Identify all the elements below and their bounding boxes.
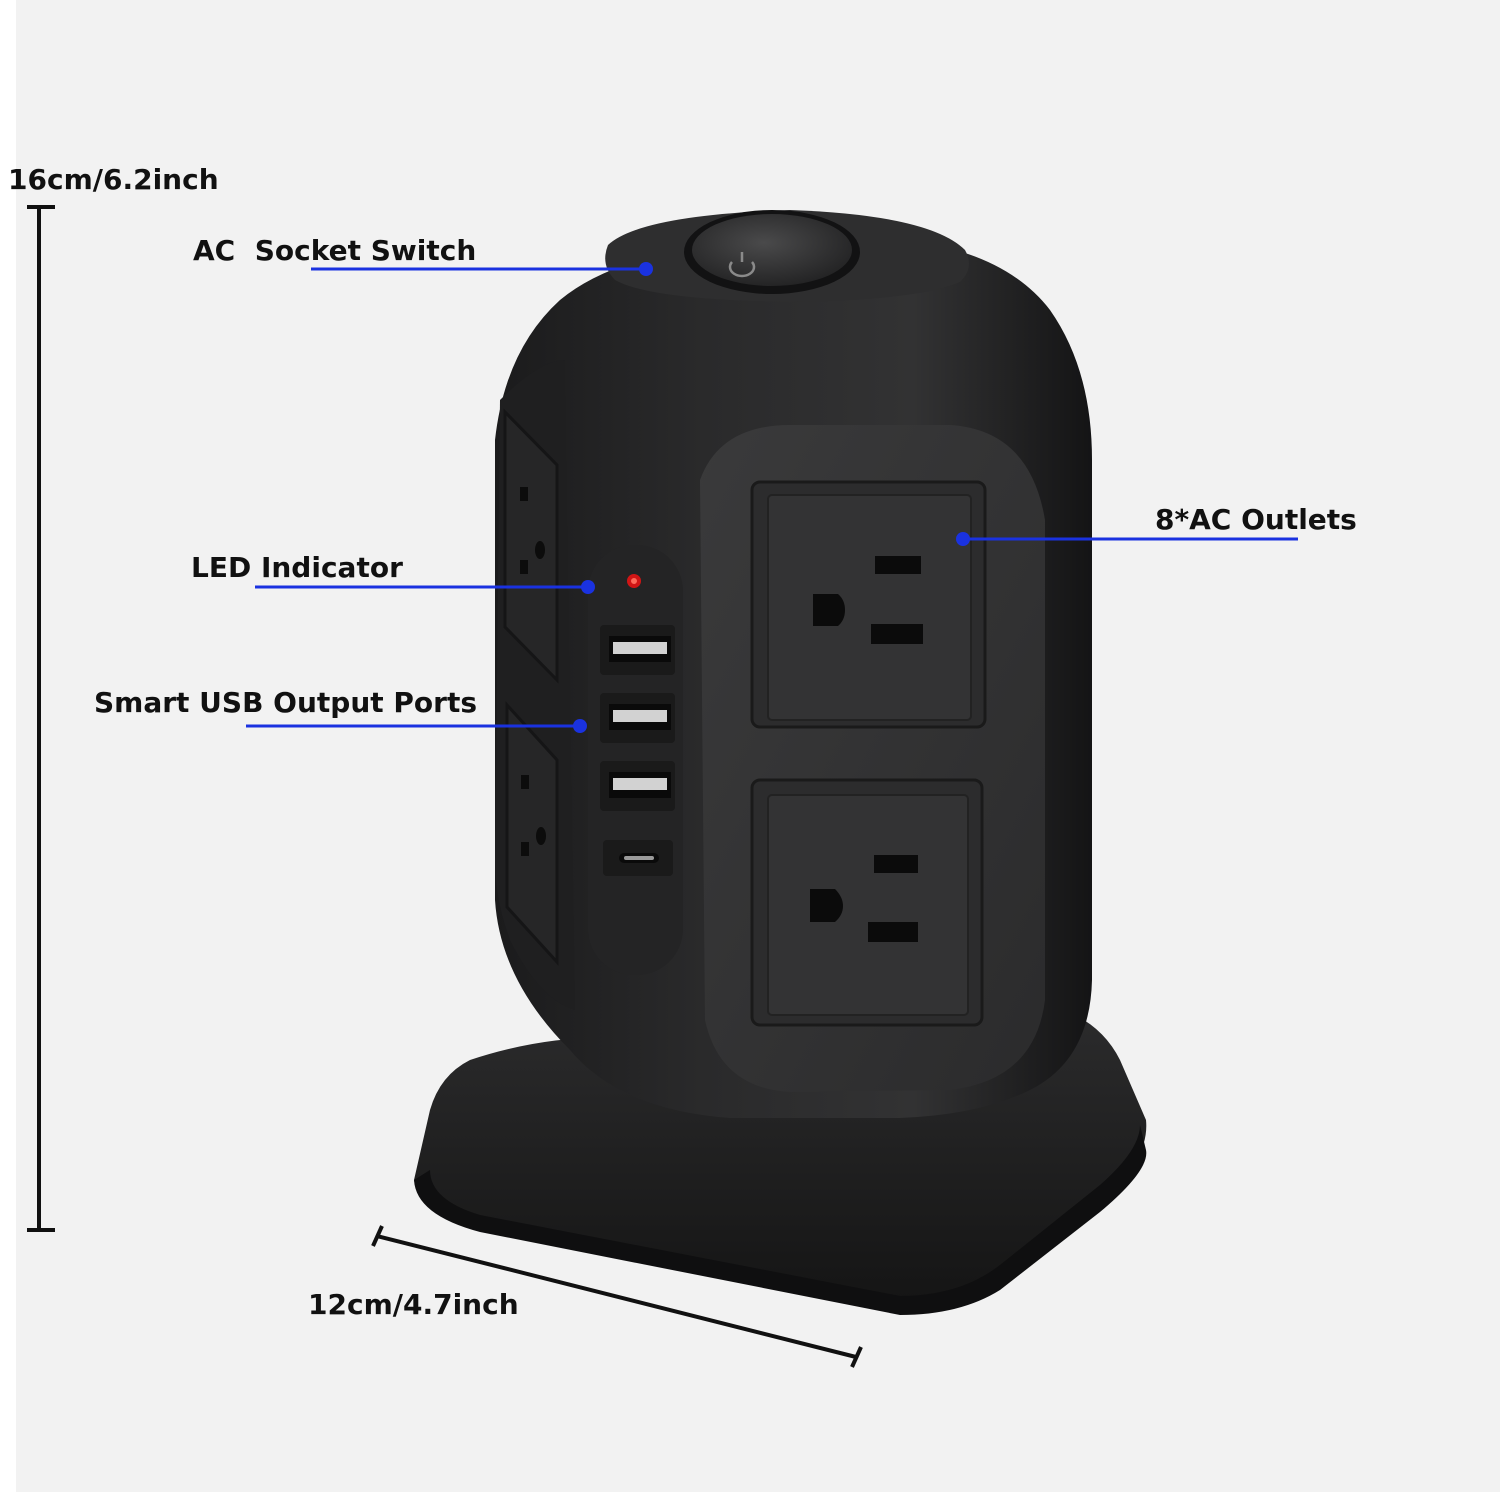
- width-label: 12cm/4.7inch: [308, 1288, 519, 1321]
- width-dimension-line: [371, 1225, 863, 1368]
- usb-port-3[interactable]: [600, 761, 675, 811]
- usb-ports-label: Smart USB Output Ports: [94, 686, 478, 719]
- power-icon: [728, 261, 756, 278]
- front-outlet-1[interactable]: [750, 480, 987, 729]
- usb-column: [588, 545, 683, 975]
- usb-port-1[interactable]: [600, 625, 675, 675]
- switch-callout-dot: [639, 262, 653, 276]
- ac-outlets-label: 8*AC Outlets: [1155, 503, 1357, 536]
- led-indicator-label: LED Indicator: [191, 551, 403, 584]
- usb-port-2[interactable]: [600, 693, 675, 743]
- front-outlet-2[interactable]: [750, 778, 984, 1027]
- side-outlets: [503, 408, 559, 966]
- outlets-callout-dot: [956, 532, 970, 546]
- callout-lines: [246, 267, 1298, 728]
- usb-callout-dot: [573, 719, 587, 733]
- led-callout-dot: [581, 580, 595, 594]
- top-cap: [605, 210, 969, 302]
- height-label: 16cm/6.2inch: [8, 163, 219, 196]
- usb-c-port[interactable]: [603, 840, 673, 876]
- height-dimension-line: [27, 205, 55, 1232]
- power-switch-button[interactable]: [692, 214, 852, 286]
- socket-switch-label: AC Socket Switch: [193, 234, 477, 267]
